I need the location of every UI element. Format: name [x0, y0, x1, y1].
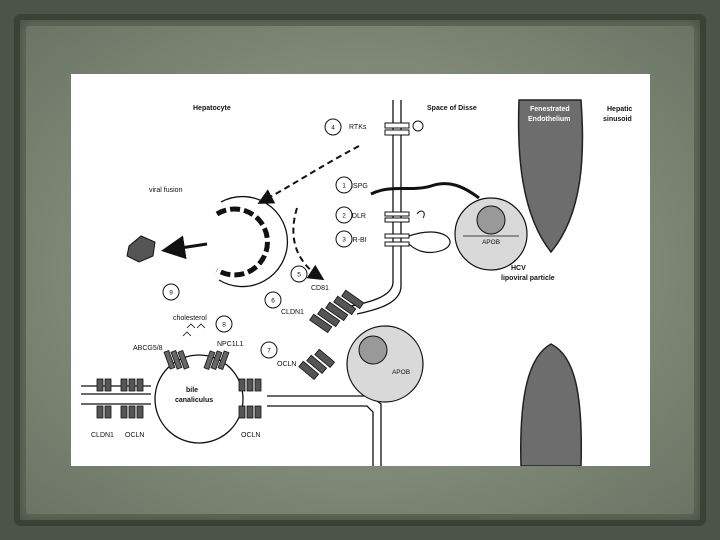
- dashed-arrow-to-endosome: [257, 145, 360, 204]
- step-number: 2: [342, 213, 346, 220]
- rtks-ligand: [412, 120, 424, 132]
- ocln-complex: [298, 348, 336, 381]
- step-number: 3: [342, 237, 346, 244]
- endothelium-bottom-shape: [520, 343, 583, 467]
- fusion-release-arrow: [161, 235, 208, 260]
- sinusoid-label-2: sinusoid: [603, 116, 632, 123]
- step-number: 6: [271, 298, 275, 305]
- step-circles: [162, 118, 353, 359]
- sinusoid-label-1: Hepatic: [607, 106, 632, 113]
- hcv-particle-upper: [454, 197, 528, 271]
- srbi-loop: [408, 231, 451, 254]
- rtks-receptor: [384, 122, 410, 136]
- endosome-outer: [218, 195, 289, 288]
- hcv-particle-lower: [346, 325, 424, 403]
- lipoviral-label: lipoviral particle: [501, 275, 555, 282]
- bile-label-2: canaliculus: [175, 397, 213, 404]
- step-number: 5: [297, 272, 301, 279]
- step-number: 4: [331, 125, 335, 132]
- ocln-label: OCLN: [277, 361, 296, 368]
- fenestrated-label-1: Fenestrated: [530, 106, 570, 113]
- npc1l1-transporter: [203, 350, 230, 370]
- endothelium-top-shape: [517, 99, 584, 254]
- viral-capsid-released: [126, 235, 156, 263]
- ldlr-label: LDLR: [348, 213, 366, 220]
- ocln-bottom-left-label: OCLN: [125, 432, 144, 439]
- dashed-arrow-to-cd81: [292, 207, 325, 281]
- cd81-label: CD81: [311, 285, 329, 292]
- membrane-curve: [350, 281, 402, 315]
- rtks-label: RTKs: [349, 124, 367, 131]
- viral-fusion-label: viral fusion: [149, 187, 183, 194]
- hcv-label: HCV: [511, 265, 526, 272]
- cholesterol-label: cholesterol: [173, 315, 207, 322]
- bile-label-1: bile: [186, 387, 198, 394]
- cldn1-bottom-label: CLDN1: [91, 432, 114, 439]
- basal-membrane-3: [267, 405, 374, 466]
- step-number: 7: [267, 348, 271, 355]
- step-number: 9: [169, 290, 173, 297]
- hspg-label: HSPG: [348, 183, 368, 190]
- step-number: 1: [342, 183, 346, 190]
- fenestrated-label-2: Endothelium: [528, 116, 570, 123]
- apob-label-lower: APOB: [392, 369, 410, 376]
- endosome-inner: [215, 206, 270, 278]
- bile-canaliculus: [154, 354, 244, 444]
- step-number: 8: [222, 322, 226, 329]
- cholesterol-molecules: [182, 323, 206, 337]
- ldlr-receptor: [384, 211, 410, 223]
- cldn1-cd81-complex: [309, 289, 365, 334]
- cldn1-label: CLDN1: [281, 309, 304, 316]
- space-of-disse-heading: Space of Disse: [427, 105, 477, 112]
- abcg58-label: ABCG5/8: [133, 345, 163, 352]
- abcg58-transporter: [163, 350, 190, 370]
- srbi-label: SR-BI: [348, 237, 367, 244]
- ocln-bottom-right-label: OCLN: [241, 432, 260, 439]
- cldn1-junction-left: [96, 378, 144, 419]
- ocln-junction-right: [238, 378, 262, 419]
- srbi-receptor: [384, 233, 410, 247]
- ldlr-hook: [416, 210, 425, 219]
- hcv-entry-diagram: Fenestrated Endothelium Hepatic sinusoid…: [71, 74, 650, 467]
- npc1l1-label: NPC1L1: [217, 341, 244, 348]
- apob-label-upper: APOB: [482, 239, 500, 246]
- hepatocyte-heading: Hepatocyte: [193, 105, 231, 112]
- hspg-chain: [370, 182, 480, 200]
